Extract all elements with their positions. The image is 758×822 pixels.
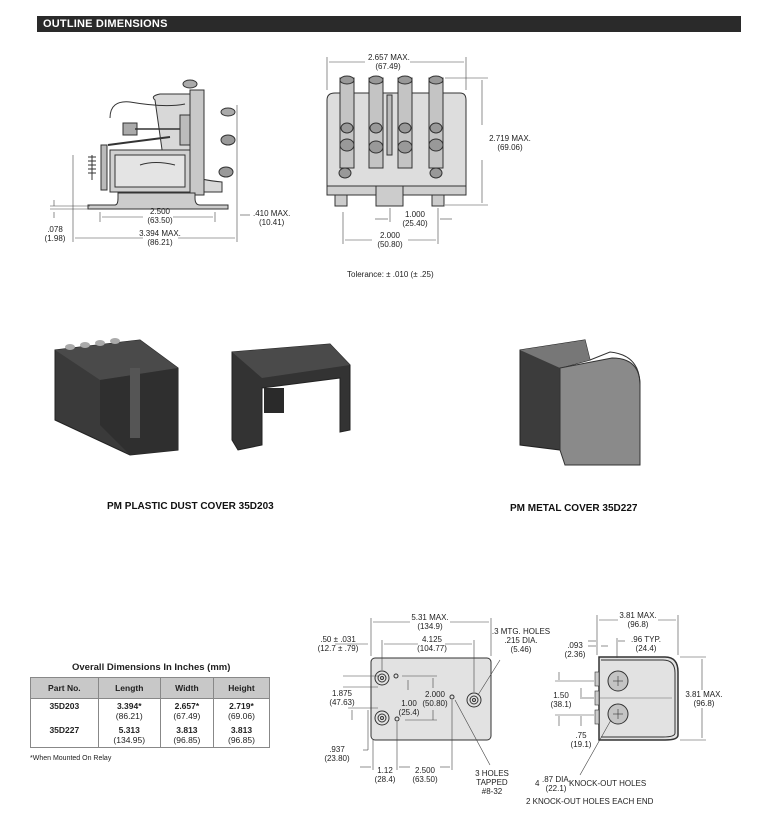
col-height: Height [212,677,271,699]
dim-top-length: 5.31 MAX.(134.9) [411,613,449,631]
mtg-holes-note: .3 MTG. HOLES.215 DIA.(5.46) [491,627,551,654]
tolerance-note: Tolerance: ± .010 (± .25) [347,270,434,279]
dim-end-cover-width: 3.81 MAX.(96.8) [619,611,657,629]
metal-cover-caption: PM METAL COVER 35D227 [510,503,638,514]
dim-base-spacing: 2.500(63.50) [147,207,173,225]
dim-end-cover-height: 3.81 MAX.(96.8) [685,690,723,708]
dim-base-thickness: .078(1.98) [44,225,66,243]
end-view-dimension-lines [326,57,488,244]
dim-top-vertical-1: 1.875(47.63) [329,689,355,707]
table-row: 35D203 3.394*(86.21) 2.657*(67.49) 2.719… [30,698,271,723]
table-row: 35D227 5.313(134.95) 3.813(96.85) 3.813(… [30,723,271,748]
cover-end-plate [598,656,679,741]
cell-length: 3.394*(86.21) [97,698,161,723]
dim-ko-spacing: 1.50(38.1) [550,691,572,709]
col-width: Width [159,677,214,699]
dim-top-edge-offset: .50 ± .031(12.7 ± .79) [317,635,359,653]
cell-width: 3.813(96.85) [159,723,214,748]
dim-tab-spacing-1: 1.000(25.40) [402,210,428,228]
plastic-cover-caption: PM PLASTIC DUST COVER 35D203 [107,501,274,512]
dim-terminal-offset: .410 MAX.(10.41) [253,209,291,227]
table-title: Overall Dimensions In Inches (mm) [72,662,231,673]
col-part-no: Part No. [30,677,99,699]
knockout-label: KNOCK-OUT HOLES [569,779,647,788]
table-header-row: Part No. Length Width Height [30,677,271,699]
dim-top-hole-spacing: 4.125(104.77) [417,635,447,653]
dim-top-bottom-offset: .937(23.80) [324,745,350,763]
dim-top-vertical-3: 1.00(25.4) [398,699,420,717]
dim-overall-length: 3.394 MAX.(86.21) [139,229,181,247]
table-footnote: *When Mounted On Relay [30,755,112,762]
knockout-note: 2 KNOCK-OUT HOLES EACH END [526,797,654,806]
dim-end-height: 2.719 MAX.(69.06) [489,134,531,152]
relay-base [87,192,229,210]
section-header: OUTLINE DIMENSIONS [37,16,741,32]
cell-height: 3.813(96.85) [212,723,271,748]
end-drawing-dimension-lines [555,615,706,776]
dim-end-wall: .093(2.36) [564,641,586,659]
cell-part: 35D227 [30,723,99,748]
dim-end-typ: .96 TYP.(24.4) [631,635,661,653]
dim-top-vertical-2: 2.000(50.80) [422,690,448,708]
dimensions-table: Part No. Length Width Height 35D203 3.39… [30,677,271,748]
top-view-dimension-lines [335,618,501,770]
side-view-dimension-lines [50,105,250,242]
dim-end-width: 2.657 MAX.(67.49) [368,53,410,71]
dim-top-horiz-1: 1.12(28.4) [374,766,396,784]
cell-length: 5.313(134.95) [97,723,161,748]
dim-top-horiz-2: 2.500(63.50) [412,766,438,784]
cell-height: 2.719*(69.06) [212,698,271,723]
cover-top-plate [370,657,492,741]
cell-width: 2.657*(67.49) [159,698,214,723]
dim-tab-spacing-2: 2.000(50.80) [377,231,403,249]
knockout-dia: .87 DIA.(22.1) [542,775,571,793]
knockout-count: 4 [535,779,540,788]
dim-ko-bottom: .75(19.1) [570,731,592,749]
col-length: Length [97,677,161,699]
